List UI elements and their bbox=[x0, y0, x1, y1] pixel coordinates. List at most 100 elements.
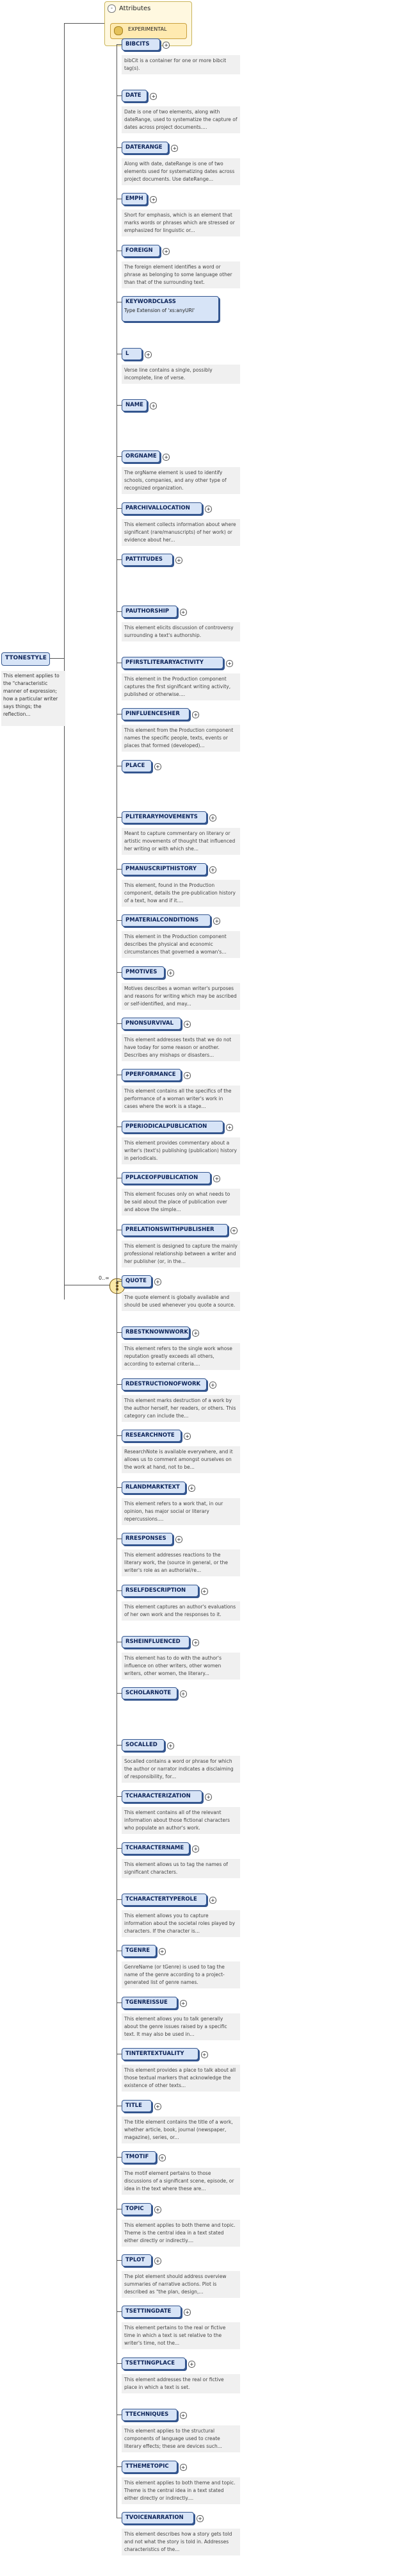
element-box[interactable]: RDESTRUCTIONOFWORK bbox=[122, 1378, 207, 1391]
expand-icon[interactable]: + bbox=[226, 1124, 234, 1131]
element-box[interactable]: PPLACEOFPUBLICATION bbox=[122, 1172, 211, 1184]
element-box[interactable]: DATERANGE bbox=[122, 142, 169, 154]
element-box[interactable]: TSETTINGDATE bbox=[122, 2306, 182, 2318]
expand-icon[interactable]: + bbox=[197, 2515, 204, 2522]
expand-icon[interactable]: + bbox=[184, 2309, 191, 2316]
element-box[interactable]: RSELFDESCRIPTION bbox=[122, 1585, 198, 1597]
expand-icon[interactable]: + bbox=[209, 1382, 216, 1389]
element-box[interactable]: PAUTHORSHIP bbox=[122, 606, 177, 618]
expand-icon[interactable]: + bbox=[179, 2464, 187, 2471]
expand-icon[interactable]: + bbox=[171, 145, 179, 152]
element-box[interactable]: NAME bbox=[122, 399, 148, 411]
expand-icon[interactable]: + bbox=[154, 1278, 161, 1285]
expand-icon[interactable]: + bbox=[154, 2103, 161, 2110]
element-box[interactable]: TGENREISSUE bbox=[122, 1997, 177, 2009]
attribute-experimental[interactable] bbox=[110, 23, 187, 39]
expand-icon[interactable]: + bbox=[192, 1330, 200, 1337]
element-box[interactable]: PINFLUENCESHER bbox=[122, 708, 190, 720]
expand-icon[interactable]: + bbox=[175, 1536, 182, 1543]
expand-icon[interactable]: + bbox=[158, 2154, 166, 2161]
element-box[interactable]: PMANUSCRIPTHISTORY bbox=[122, 863, 207, 875]
element-keywordclass[interactable] bbox=[122, 296, 219, 322]
element-box[interactable]: PLITERARYMOVEMENTS bbox=[122, 811, 207, 823]
element-box[interactable]: PMOTIVES bbox=[122, 966, 165, 978]
expand-icon[interactable]: + bbox=[188, 1485, 195, 1492]
element-box[interactable]: TCHARACTERIZATION bbox=[122, 1790, 203, 1803]
expand-icon[interactable]: + bbox=[192, 1845, 200, 1853]
expand-icon[interactable]: + bbox=[150, 196, 157, 203]
expand-icon[interactable]: + bbox=[150, 402, 157, 409]
expand-icon[interactable]: + bbox=[213, 918, 221, 925]
expand-icon[interactable]: + bbox=[205, 1794, 213, 1801]
expand-icon[interactable]: + bbox=[163, 248, 170, 255]
expand-icon[interactable]: + bbox=[192, 711, 200, 718]
expand-icon[interactable]: + bbox=[163, 42, 170, 49]
expand-icon[interactable]: + bbox=[188, 2361, 195, 2368]
expand-icon[interactable]: + bbox=[192, 1639, 200, 1646]
element-box[interactable]: BIBCITS bbox=[122, 38, 161, 51]
element-box[interactable]: TTHEMETOPIC bbox=[122, 2461, 177, 2473]
element-box[interactable]: SCHOLARNOTE bbox=[122, 1687, 177, 1699]
expand-icon[interactable]: + bbox=[179, 2412, 187, 2419]
element-box[interactable]: TINTERTEXTUALITY bbox=[122, 2048, 198, 2060]
expand-icon[interactable]: + bbox=[166, 970, 174, 977]
expand-icon[interactable]: + bbox=[166, 1742, 174, 1749]
expand-icon[interactable]: + bbox=[154, 2206, 161, 2213]
element-box[interactable]: EMPH bbox=[122, 193, 148, 205]
expand-icon[interactable]: + bbox=[230, 1227, 238, 1234]
expand-icon[interactable]: + bbox=[184, 1072, 191, 1079]
element-box[interactable]: PRELATIONSWITHPUBLISHER bbox=[122, 1224, 228, 1236]
expand-icon[interactable]: + bbox=[179, 2000, 187, 2007]
element-box[interactable]: TTECHNIQUES bbox=[122, 2409, 177, 2421]
element-box[interactable]: TCHARACTERTYPEROLE bbox=[122, 1894, 207, 1906]
expand-icon[interactable]: + bbox=[184, 1021, 191, 1028]
expand-icon[interactable]: + bbox=[158, 1948, 166, 1955]
element-box[interactable]: PATTITUDES bbox=[122, 554, 173, 566]
element-box[interactable]: RBESTKNOWNWORK bbox=[122, 1326, 190, 1339]
element-box[interactable]: TVOICENARRATION bbox=[122, 2512, 194, 2524]
attributes-collapse-toggle[interactable]: - bbox=[108, 4, 116, 13]
element-box[interactable]: RSHEINFLUENCED bbox=[122, 1636, 190, 1648]
element-box[interactable]: PMATERIALCONDITIONS bbox=[122, 914, 211, 927]
expand-icon[interactable]: + bbox=[213, 1175, 221, 1182]
element-box[interactable]: PARCHIVALLOCATION bbox=[122, 502, 203, 515]
root-element-ttonestyle[interactable] bbox=[1, 652, 50, 666]
expand-icon[interactable]: + bbox=[154, 763, 161, 770]
element-box[interactable]: ORGNAME bbox=[122, 450, 161, 463]
element-box[interactable]: RRESPONSES bbox=[122, 1533, 173, 1545]
element-box[interactable]: FOREIGN bbox=[122, 245, 161, 257]
expand-icon[interactable]: + bbox=[205, 506, 213, 513]
element-box[interactable]: TMOTIF bbox=[122, 2151, 156, 2163]
element-box[interactable]: PNONSURVIVAL bbox=[122, 1018, 182, 1030]
element-box[interactable]: L bbox=[122, 348, 142, 360]
element-box[interactable]: PPERIODICALPUBLICATION bbox=[122, 1121, 224, 1133]
element-box[interactable]: QUOTE bbox=[122, 1275, 152, 1287]
expand-icon[interactable]: + bbox=[200, 2051, 208, 2058]
expand-icon[interactable]: + bbox=[209, 1897, 216, 1904]
element-box[interactable]: RESEARCHNOTE bbox=[122, 1430, 182, 1442]
element-box[interactable]: SOCALLED bbox=[122, 1739, 165, 1751]
element-box[interactable]: PLACE bbox=[122, 760, 152, 772]
element-box[interactable]: DATE bbox=[122, 90, 148, 102]
expand-icon[interactable]: + bbox=[163, 454, 170, 461]
expand-icon[interactable]: + bbox=[226, 660, 234, 667]
element-box[interactable]: TSETTINGPLACE bbox=[122, 2357, 186, 2370]
expand-icon[interactable]: + bbox=[154, 2258, 161, 2265]
element-box[interactable]: TPLOT bbox=[122, 2254, 152, 2266]
expand-icon[interactable]: + bbox=[179, 1690, 187, 1697]
expand-icon[interactable]: + bbox=[175, 557, 182, 564]
element-box[interactable]: TGENRE bbox=[122, 1945, 156, 1957]
element-box[interactable]: RLANDMARKTEXT bbox=[122, 1482, 186, 1494]
element-box[interactable]: TOPIC bbox=[122, 2203, 152, 2215]
expand-icon[interactable]: + bbox=[179, 609, 187, 616]
expand-icon[interactable]: + bbox=[145, 351, 152, 358]
expand-icon[interactable]: + bbox=[184, 1433, 191, 1440]
element-box[interactable]: PPERFORMANCE bbox=[122, 1069, 182, 1081]
element-box[interactable]: TITLE bbox=[122, 2100, 152, 2112]
expand-icon[interactable]: + bbox=[150, 93, 157, 100]
expand-icon[interactable]: + bbox=[209, 814, 216, 822]
expand-icon[interactable]: + bbox=[209, 866, 216, 873]
element-box[interactable]: TCHARACTERNAME bbox=[122, 1842, 190, 1854]
element-box[interactable]: PFIRSTLITERARYACTIVITY bbox=[122, 657, 224, 669]
expand-icon[interactable]: + bbox=[200, 1588, 208, 1595]
